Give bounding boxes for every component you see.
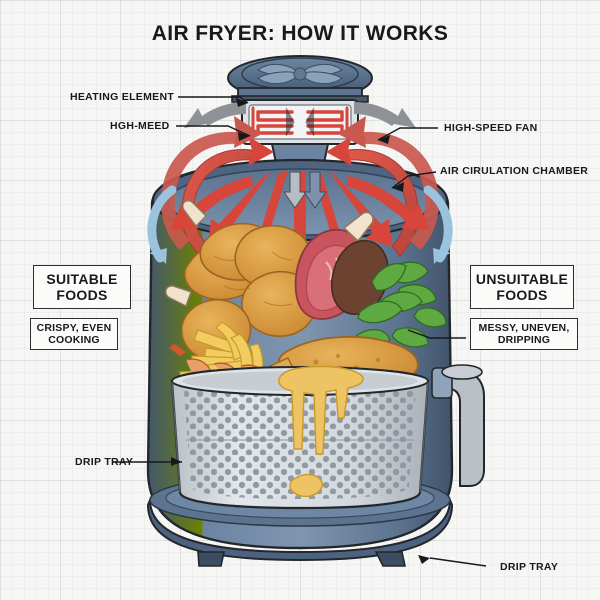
callout-drip-tray-left: DRIP TRAY (75, 456, 134, 468)
fried-chicken (165, 200, 317, 362)
fryer-foot-right (374, 551, 406, 567)
panel-unsuitable-foods-note: MESSY, UNEVEN, DRIPPING (470, 318, 578, 350)
raw-steak (294, 211, 389, 320)
dripping-cheese (278, 365, 364, 498)
callout-air-circulation-chamber: AIR CIRULATION CHAMBER (440, 165, 589, 177)
callout-drip-tray-bottom: DRIP TRAY (500, 561, 559, 573)
neck-flow-arrows (283, 171, 327, 209)
fryer-foot-left (197, 551, 225, 567)
page-title: AIR FRYER: HOW IT WORKS (151, 22, 449, 45)
spinach-leaves (351, 261, 447, 349)
callout-high-speed-fan: HIGH-SPEED FAN (444, 122, 538, 134)
return-air-arrows (184, 102, 416, 128)
callout-heating-element: HEATING ELEMENT (70, 91, 175, 103)
fan-heater-unit (227, 55, 373, 173)
callout-leader-lines (112, 96, 487, 567)
panel-suitable-foods-note: CRISPY, EVEN COOKING (30, 318, 118, 350)
panel-suitable-foods-title: SUITABLE FOODS (33, 265, 131, 309)
callout-arrowheads (171, 98, 430, 564)
callout-hgh-meed: HGH-MEED (110, 120, 170, 132)
fryer-handle[interactable] (431, 364, 485, 487)
panel-unsuitable-foods-title: UNSUITABLE FOODS (470, 265, 574, 309)
fan-blades-icon (257, 64, 343, 84)
